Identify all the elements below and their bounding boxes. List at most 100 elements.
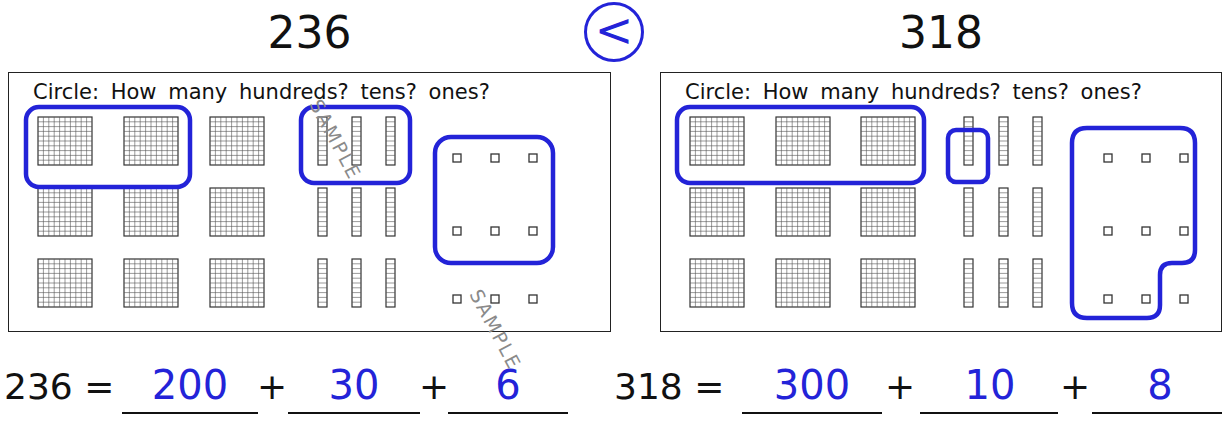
grid-line xyxy=(690,145,744,146)
rod-line xyxy=(318,197,327,198)
one-cube xyxy=(1180,227,1188,235)
rod-line xyxy=(386,268,395,269)
rod-line xyxy=(352,221,361,222)
grid-line xyxy=(898,259,899,307)
rod-line xyxy=(352,302,361,303)
grid-line xyxy=(819,117,820,165)
rod-line xyxy=(318,278,327,279)
rod-line xyxy=(352,287,361,288)
hundred-flat xyxy=(210,259,264,307)
rod-line xyxy=(999,292,1008,293)
grid-line xyxy=(124,221,178,222)
rod-line xyxy=(386,297,395,298)
flat-outline xyxy=(861,188,915,236)
rod-line xyxy=(352,141,361,142)
ones-circle xyxy=(435,137,553,263)
flat-outline xyxy=(38,117,92,165)
rod-line xyxy=(999,207,1008,208)
one-cube xyxy=(1142,154,1150,162)
hundreds-circle xyxy=(677,107,924,183)
rod-line xyxy=(964,145,973,146)
rod-line xyxy=(1033,287,1042,288)
one-cube xyxy=(1142,295,1150,303)
grid-line xyxy=(86,259,87,307)
grid-line xyxy=(690,141,744,142)
rod-line xyxy=(352,145,361,146)
ten-rod xyxy=(352,188,361,236)
grid-line xyxy=(904,259,905,307)
rod-line xyxy=(386,202,395,203)
rod-line xyxy=(999,221,1008,222)
flat-outline xyxy=(124,117,178,165)
grid-line xyxy=(776,141,830,142)
rod-line xyxy=(1033,292,1042,293)
rod-line xyxy=(999,192,1008,193)
rod-line xyxy=(999,302,1008,303)
hundred-flat xyxy=(124,117,178,165)
rod-line xyxy=(999,212,1008,213)
rod-line xyxy=(386,278,395,279)
ten-rod xyxy=(999,188,1008,236)
flat-outline xyxy=(124,188,178,236)
flat-outline xyxy=(124,259,178,307)
grid-line xyxy=(86,117,87,165)
grid-line xyxy=(172,259,173,307)
ten-rod xyxy=(352,259,361,307)
rod-line xyxy=(386,212,395,213)
rod-line xyxy=(964,287,973,288)
comparison-circle: < xyxy=(584,2,644,62)
grid-line xyxy=(210,216,264,217)
rod-line xyxy=(318,263,327,264)
rod-line xyxy=(964,273,973,274)
grid-line xyxy=(124,226,178,227)
flat-outline xyxy=(776,117,830,165)
hundreds-circle xyxy=(26,107,190,187)
rod-line xyxy=(318,202,327,203)
rod-line xyxy=(386,145,395,146)
grid-line xyxy=(210,145,264,146)
rod-line xyxy=(386,121,395,122)
rod-line xyxy=(1033,121,1042,122)
one-cube xyxy=(529,154,537,162)
rod-outline xyxy=(1033,117,1042,165)
rod-outline xyxy=(318,188,327,236)
grid-line xyxy=(210,150,264,151)
hundred-flat xyxy=(690,259,744,307)
ones-circle xyxy=(1072,128,1195,318)
rod-line xyxy=(386,160,395,161)
grid-line xyxy=(38,212,92,213)
rod-line xyxy=(999,160,1008,161)
rod-line xyxy=(999,121,1008,122)
rod-line xyxy=(1033,155,1042,156)
grid-line xyxy=(253,188,254,236)
grid-line xyxy=(861,216,915,217)
hundred-flat xyxy=(776,117,830,165)
grid-line xyxy=(247,117,248,165)
rod-outline xyxy=(386,188,395,236)
grid-line xyxy=(861,292,915,293)
grid-line xyxy=(776,160,830,161)
grid-line xyxy=(161,117,162,165)
grid-line xyxy=(210,283,264,284)
grid-line xyxy=(70,259,71,307)
rod-line xyxy=(386,131,395,132)
grid-line xyxy=(38,150,92,151)
rod-line xyxy=(964,192,973,193)
rod-line xyxy=(386,216,395,217)
flat-outline xyxy=(776,259,830,307)
ten-rod xyxy=(964,259,973,307)
one-cube xyxy=(529,227,537,235)
rod-line xyxy=(1033,160,1042,161)
rod-line xyxy=(386,226,395,227)
rod-line xyxy=(386,136,395,137)
rod-line xyxy=(1033,226,1042,227)
grid-line xyxy=(167,188,168,236)
grid-line xyxy=(813,259,814,307)
rod-line xyxy=(1033,231,1042,232)
grid-line xyxy=(722,188,723,236)
ten-rod xyxy=(386,259,395,307)
grid-line xyxy=(124,287,178,288)
flat-outline xyxy=(38,259,92,307)
rod-line xyxy=(352,231,361,232)
grid-line xyxy=(247,259,248,307)
